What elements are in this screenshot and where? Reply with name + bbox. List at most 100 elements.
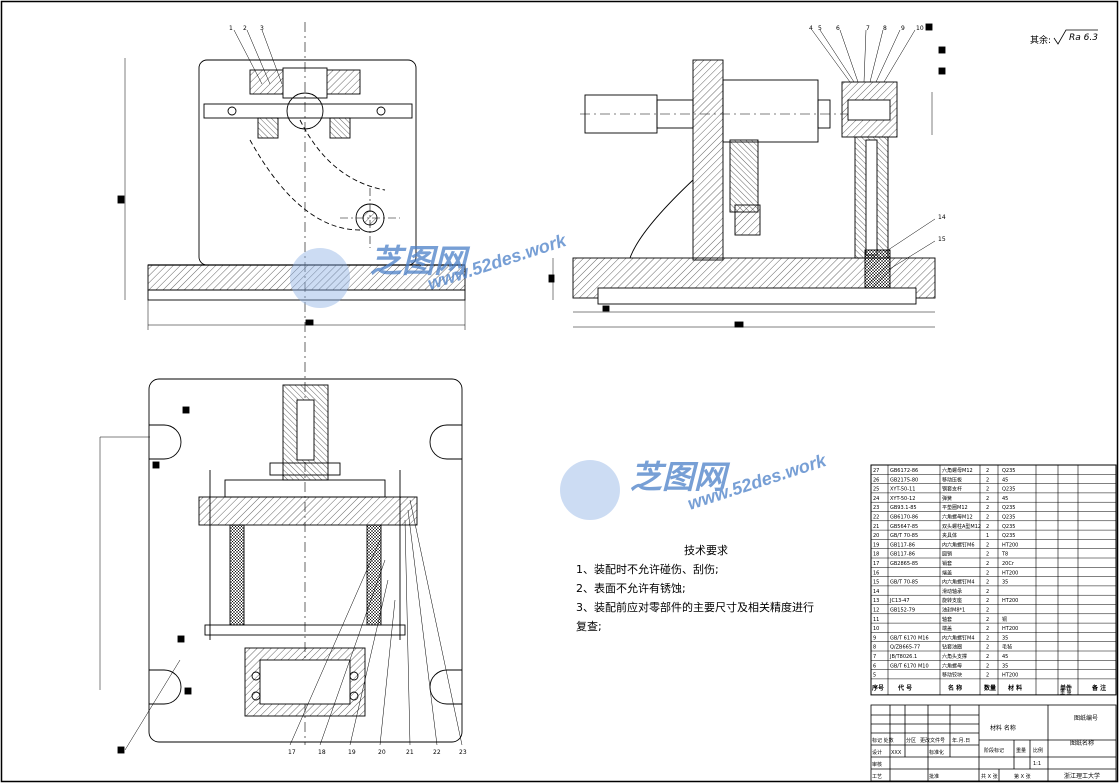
technical-requirements: 技术要求 1、装配时不允许碰伤、刮伤; 2、表面不允许有锈蚀; 3、装配前应对零… xyxy=(576,542,866,634)
bom-cell: 六角螺母M12 xyxy=(942,467,973,474)
watermark-bottom: 芝图网 www.52des.work xyxy=(560,450,829,520)
bom-cell: 2 xyxy=(986,561,989,567)
bom-cell: 2 xyxy=(986,645,989,651)
bom-cell: 2 xyxy=(986,589,989,595)
part-balloon: 6 xyxy=(836,25,840,32)
bom-cell: 2 xyxy=(986,487,989,493)
bom-cell: 14 xyxy=(873,589,879,595)
bom-cell: 45 xyxy=(1002,477,1008,483)
bom-cell: 钢套支杆 xyxy=(942,486,962,493)
bom-cell: 六角螺母M12 xyxy=(942,514,973,521)
requirement-line: 1、装配时不允许碰伤、刮伤; xyxy=(576,563,719,576)
bom-cell: Q235 xyxy=(1002,533,1015,539)
bom-cell: 2 xyxy=(986,663,989,669)
bom-cell: GB/T 70-85 xyxy=(890,580,918,586)
bom-cell: 滑动轴承 xyxy=(942,588,962,595)
bom-cell: 35 xyxy=(1002,635,1008,641)
bom-cell: 钻套油圈 xyxy=(942,644,962,651)
bom-cell: 2 xyxy=(986,542,989,548)
svg-text:重量: 重量 xyxy=(1016,747,1026,754)
bom-cell: GB/T 6170 M10 xyxy=(890,663,929,669)
bom-cell: 18 xyxy=(873,552,879,558)
bom-cell: GB117-86 xyxy=(890,542,915,548)
bom-cell: 旋转支座 xyxy=(942,597,962,604)
bom-cell: Q235 xyxy=(1002,524,1015,530)
part-balloon: 21 xyxy=(406,749,414,756)
part-balloon: 1 xyxy=(229,25,233,32)
part-balloon: 3 xyxy=(260,25,264,32)
bom-cell: 2 xyxy=(986,580,989,586)
bom-cell: 23 xyxy=(873,505,879,511)
part-balloon: 2 xyxy=(243,25,247,32)
bom-cell: HT200 xyxy=(1002,570,1018,576)
bom-cell: GB/T 6170 M16 xyxy=(890,635,929,641)
bom-cell: 21 xyxy=(873,524,879,530)
bom-cell: GB2865-85 xyxy=(890,561,918,567)
bom-cell: 2 xyxy=(986,496,989,502)
bom-cell: 2 xyxy=(986,626,989,632)
bom-cell: HT200 xyxy=(1002,598,1018,604)
bom-cell: 弹簧 xyxy=(942,495,952,502)
bom-cell: 45 xyxy=(1002,496,1008,502)
bom-cell: 2 xyxy=(986,552,989,558)
requirement-line: 2、表面不允许有锈蚀; xyxy=(576,582,686,595)
bom-cell: 六角头支撑 xyxy=(942,653,967,660)
bom-header-cell: 重 量 xyxy=(1060,689,1072,696)
svg-text:标记 处数: 标记 处数 xyxy=(872,737,894,744)
bom-cell: GB117-86 xyxy=(890,552,915,558)
bom-cell: 7 xyxy=(873,654,876,660)
bom-cell: 35 xyxy=(1002,580,1008,586)
bom-cell: 26 xyxy=(873,477,879,483)
bom-cell: 毛毡 xyxy=(1002,644,1012,651)
bom-cell: 22 xyxy=(873,515,879,521)
top-view xyxy=(99,378,463,754)
bom-cell: 2 xyxy=(986,598,989,604)
bom-cell: JC13-47 xyxy=(889,598,910,604)
svg-text:设计: 设计 xyxy=(872,749,882,756)
part-balloon: 14 xyxy=(938,214,946,221)
bom-cell: Q235 xyxy=(1002,468,1015,474)
bom-cell: 2 xyxy=(986,617,989,623)
svg-text:XXX: XXX xyxy=(891,750,902,756)
front-view xyxy=(117,22,466,745)
bom-cell: 油封M8*1 xyxy=(942,607,965,614)
bom-cell: 2 xyxy=(986,477,989,483)
side-view xyxy=(548,23,946,328)
bom-cell: 2 xyxy=(986,635,989,641)
bom-cell: T8 xyxy=(1001,552,1008,558)
svg-text:其余:: 其余: xyxy=(1030,34,1051,46)
svg-text:图纸编号: 图纸编号 xyxy=(1074,714,1098,722)
bom-cell: GB6170-86 xyxy=(890,515,918,521)
part-balloon: 22 xyxy=(433,749,441,756)
part-balloon: 8 xyxy=(883,25,887,32)
bom-cell: Q235 xyxy=(1002,515,1015,521)
part-balloon: 20 xyxy=(378,749,386,756)
bom-cell: 夹具体 xyxy=(942,532,957,539)
bom-cell: Q/ZB665-77 xyxy=(890,645,920,651)
svg-text:标准化: 标准化 xyxy=(929,749,944,756)
bom-header-cell: 序号 xyxy=(871,684,884,692)
bom-cell: GB2175-80 xyxy=(890,477,918,483)
bom-cell: 24 xyxy=(873,496,879,502)
part-balloon: 18 xyxy=(318,749,326,756)
title-block xyxy=(870,704,1117,782)
part-balloon: 17 xyxy=(288,749,296,756)
bom-cell: 销套 xyxy=(942,560,952,567)
svg-text:图纸名称: 图纸名称 xyxy=(1070,739,1094,747)
bom-cell: 端盖 xyxy=(942,625,952,632)
bom-cell: GB5647-85 xyxy=(890,524,918,530)
bom-cell: HT200 xyxy=(1002,673,1018,679)
bom-cell: 圆销 xyxy=(942,551,952,558)
bom-cell: 35 xyxy=(1002,663,1008,669)
bom-cell: 轴套 xyxy=(942,616,952,623)
bom-cell: 5 xyxy=(873,673,876,679)
part-balloon: 5 xyxy=(818,25,822,32)
part-balloon: 7 xyxy=(866,25,870,32)
part-balloon: 15 xyxy=(938,236,946,243)
bom-cell: 11 xyxy=(873,617,879,623)
bom-cell: 移动压板 xyxy=(942,476,962,483)
bom-cell: 27 xyxy=(873,468,879,474)
bom-cell: 12 xyxy=(873,608,879,614)
